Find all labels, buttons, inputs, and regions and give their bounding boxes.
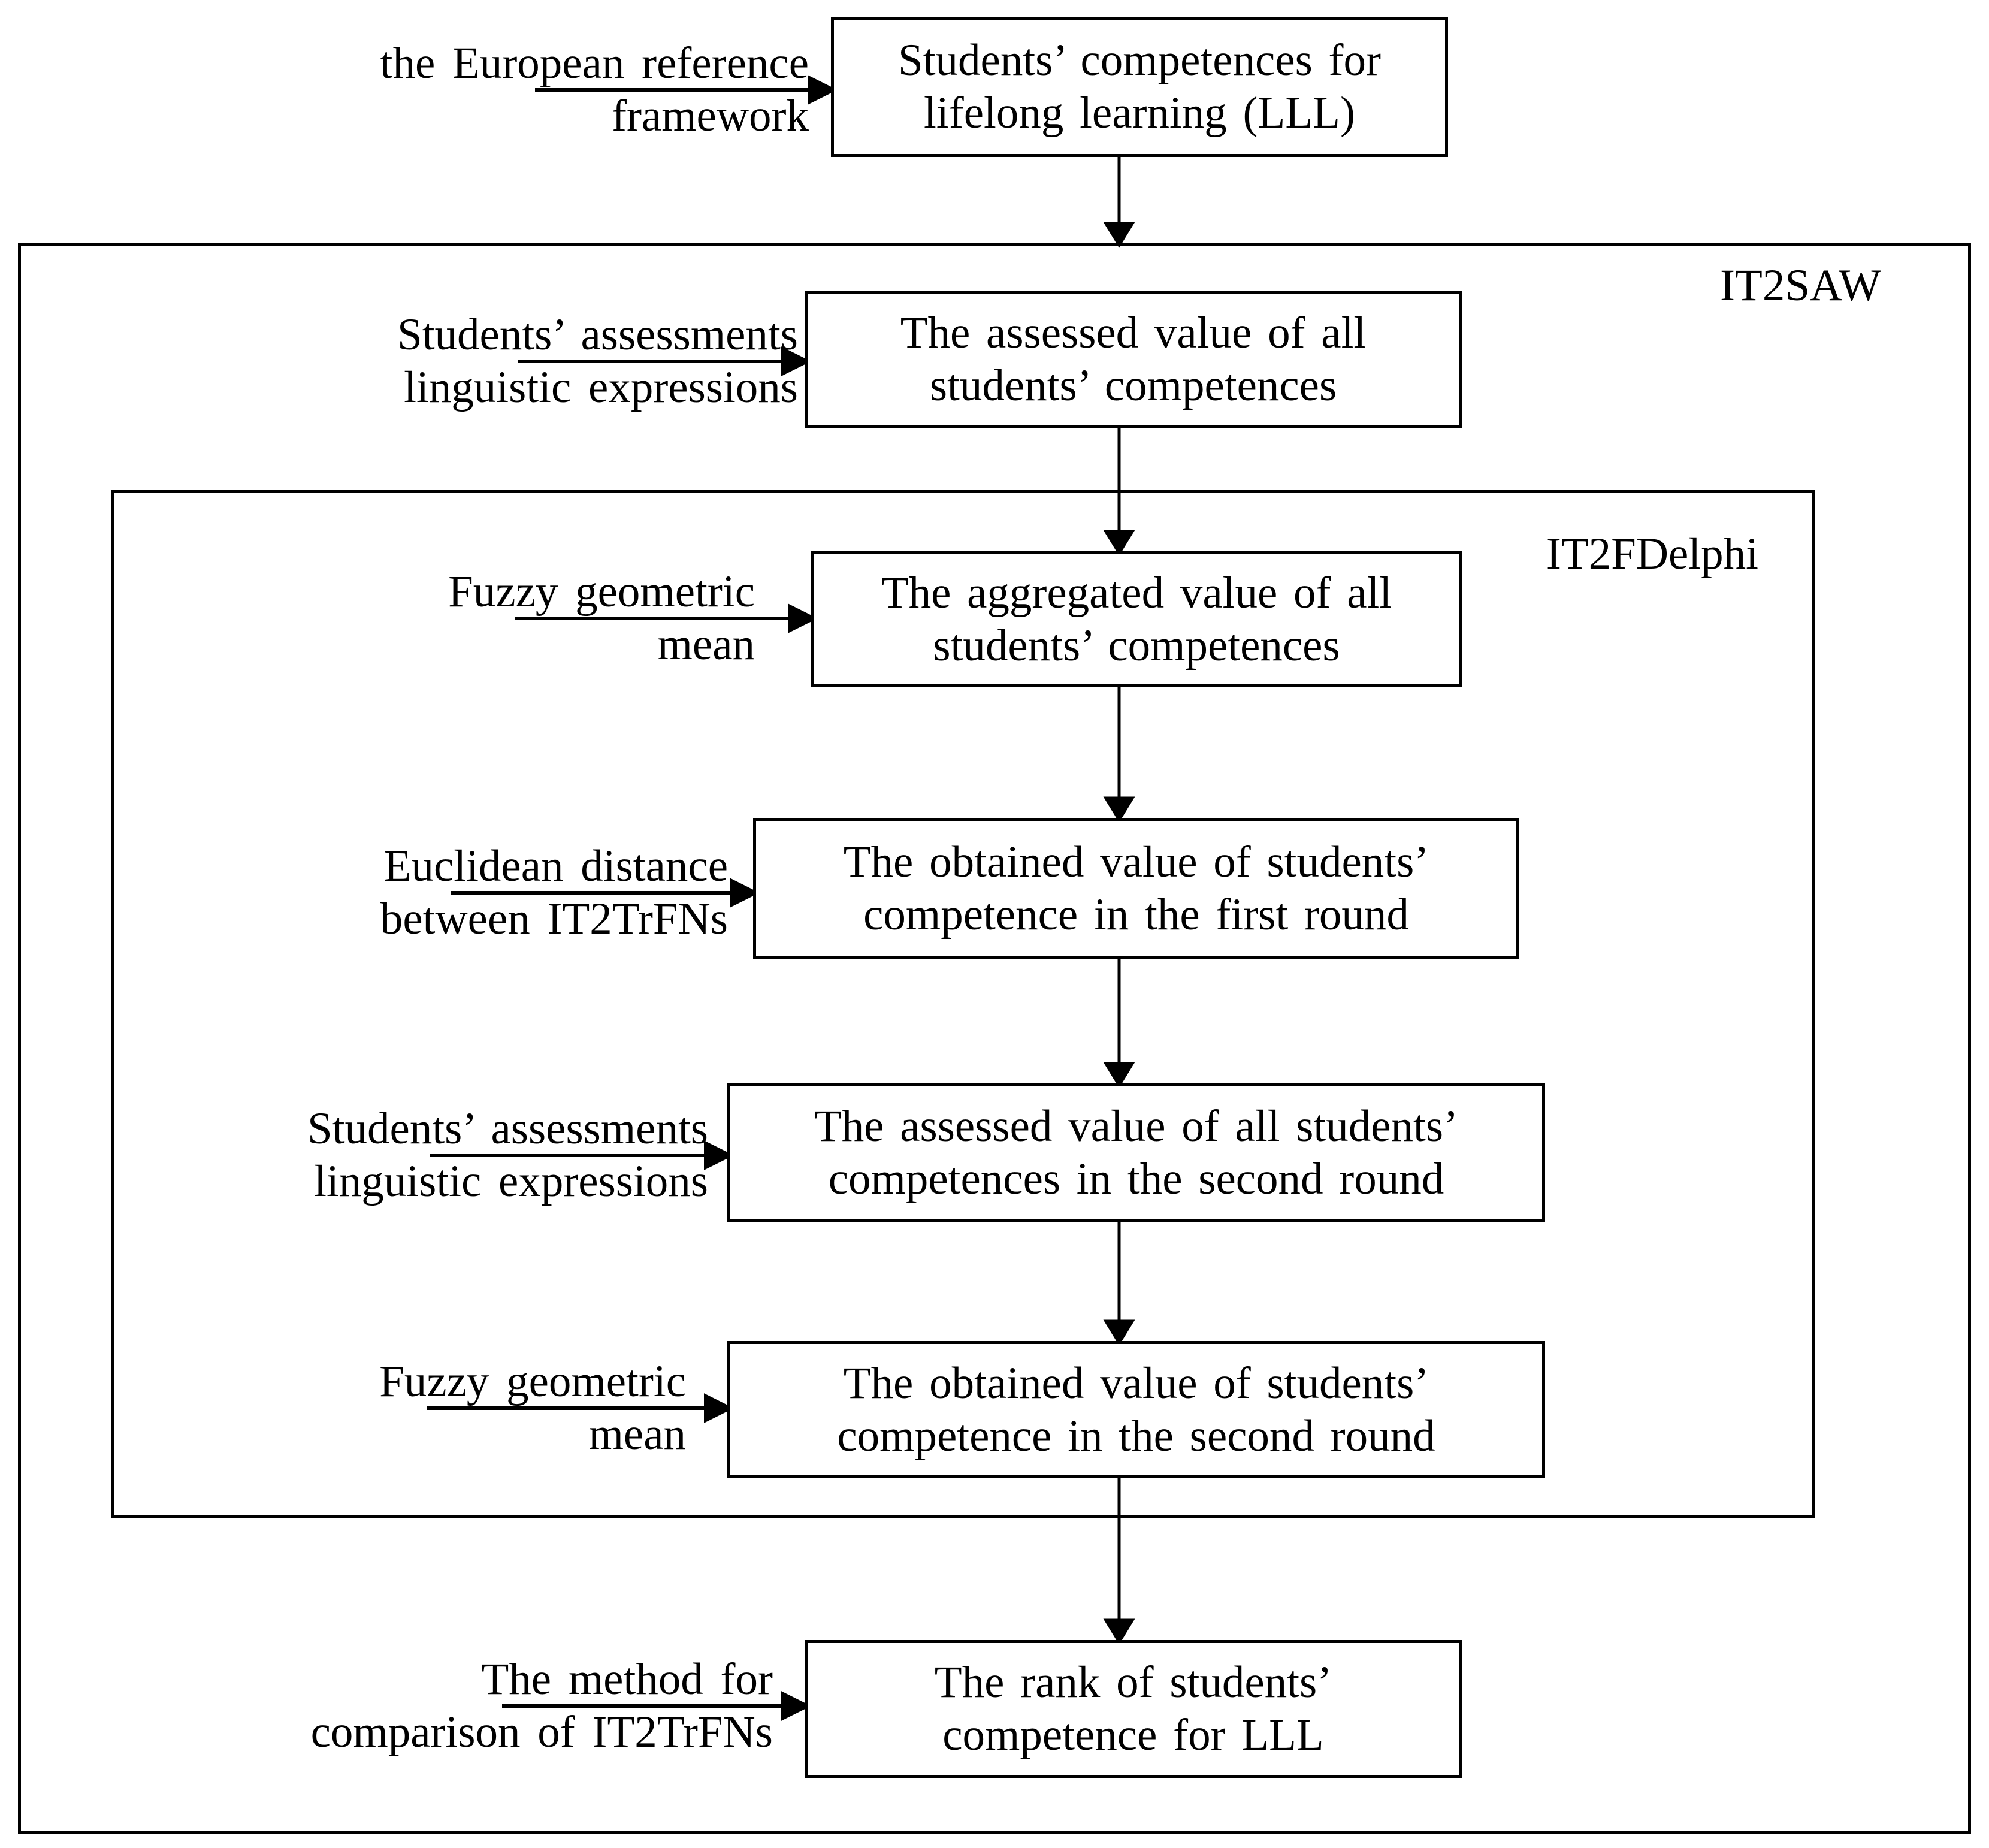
flow-box-rank-lll: The rank of students’ competence for LLL [805, 1640, 1462, 1778]
input-label-fuzzy-mean-round1: Fuzzy geometric mean [448, 566, 755, 671]
flow-box-text: The obtained value of students’ [843, 837, 1429, 887]
input-label-text: mean [657, 620, 755, 669]
arrow-down-6-head [1103, 1618, 1135, 1645]
flow-box-text: students’ competences [929, 361, 1337, 410]
arrow-down-4-head [1103, 1062, 1135, 1088]
flow-box-assessed-value: The assessed value of all students’ comp… [805, 291, 1462, 428]
arrow-input-4-head [730, 878, 760, 908]
arrow-input-7-head [781, 1691, 811, 1721]
flow-box-text: Students’ competences for [897, 35, 1382, 85]
input-label-text: linguistic expressions [314, 1156, 708, 1206]
flow-box-obtained-first-round: The obtained value of students’ competen… [753, 818, 1519, 959]
flow-box-assessed-second-round: The assessed value of all students’ comp… [727, 1083, 1545, 1222]
flow-box-aggregated-value: The aggregated value of all students’ co… [811, 551, 1462, 687]
flow-box-text: competence in the second round [837, 1411, 1435, 1461]
flow-box-text: The aggregated value of all [881, 567, 1392, 618]
input-label-text: comparison of IT2TrFNs [310, 1707, 773, 1757]
container-it2fdelphi: IT2FDelphi [111, 490, 1815, 1518]
arrow-input-1-head [808, 75, 838, 105]
input-label-text: Students’ assessments [397, 310, 798, 360]
flow-box-text: competence in the first round [863, 889, 1409, 940]
flow-box-text: The assessed value of all [900, 308, 1367, 358]
arrow-input-6-head [704, 1393, 734, 1423]
input-label-assessments-round1: Students’ assessments linguistic express… [397, 309, 798, 414]
arrow-input-3-head [788, 603, 818, 633]
input-label-text: Euclidean distance [383, 841, 728, 891]
input-label-text: linguistic expressions [404, 363, 798, 412]
flow-box-text: competences in the second round [828, 1154, 1444, 1204]
arrow-input-5-head [704, 1140, 734, 1170]
input-label-text: between IT2TrFNs [380, 894, 728, 944]
flow-box-text: lifelong learning (LLL) [924, 88, 1355, 138]
input-label-text: framework [611, 91, 809, 141]
input-label-assessments-round2: Students’ assessments linguistic express… [307, 1103, 708, 1208]
input-label-text: Fuzzy geometric [448, 567, 755, 617]
arrow-down-2-head [1103, 530, 1135, 556]
input-label-text: mean [588, 1409, 686, 1459]
arrow-down-1-head [1103, 222, 1135, 248]
input-label-text: the European reference [380, 38, 809, 88]
flow-box-text: competence for LLL [942, 1710, 1324, 1760]
flow-box-text: The rank of students’ [934, 1657, 1332, 1707]
flow-box-text: The assessed value of all students’ [814, 1101, 1459, 1151]
input-label-euclidean-distance: Euclidean distance between IT2TrFNs [380, 840, 728, 946]
flow-box-competences-lll: Students’ competences for lifelong learn… [831, 17, 1448, 157]
container-it2saw: IT2SAW [18, 243, 1971, 1834]
arrow-down-3-head [1103, 796, 1135, 823]
container-it2fdelphi-label: IT2FDelphi [1546, 529, 1758, 579]
input-label-text: Fuzzy geometric [379, 1357, 686, 1406]
container-it2saw-label: IT2SAW [1720, 261, 1881, 310]
flow-box-obtained-second-round: The obtained value of students’ competen… [727, 1341, 1545, 1478]
input-label-text: Students’ assessments [307, 1104, 708, 1154]
input-label-comparison-method: The method for comparison of IT2TrFNs [311, 1653, 773, 1759]
input-label-fuzzy-mean-round2: Fuzzy geometric mean [379, 1355, 686, 1461]
input-label-european-framework: the European reference framework [380, 37, 809, 143]
arrow-down-5-head [1103, 1319, 1135, 1346]
input-label-text: The method for [481, 1654, 773, 1704]
arrow-input-2-head [781, 346, 811, 376]
flow-box-text: The obtained value of students’ [843, 1358, 1429, 1408]
flow-box-text: students’ competences [933, 620, 1340, 671]
